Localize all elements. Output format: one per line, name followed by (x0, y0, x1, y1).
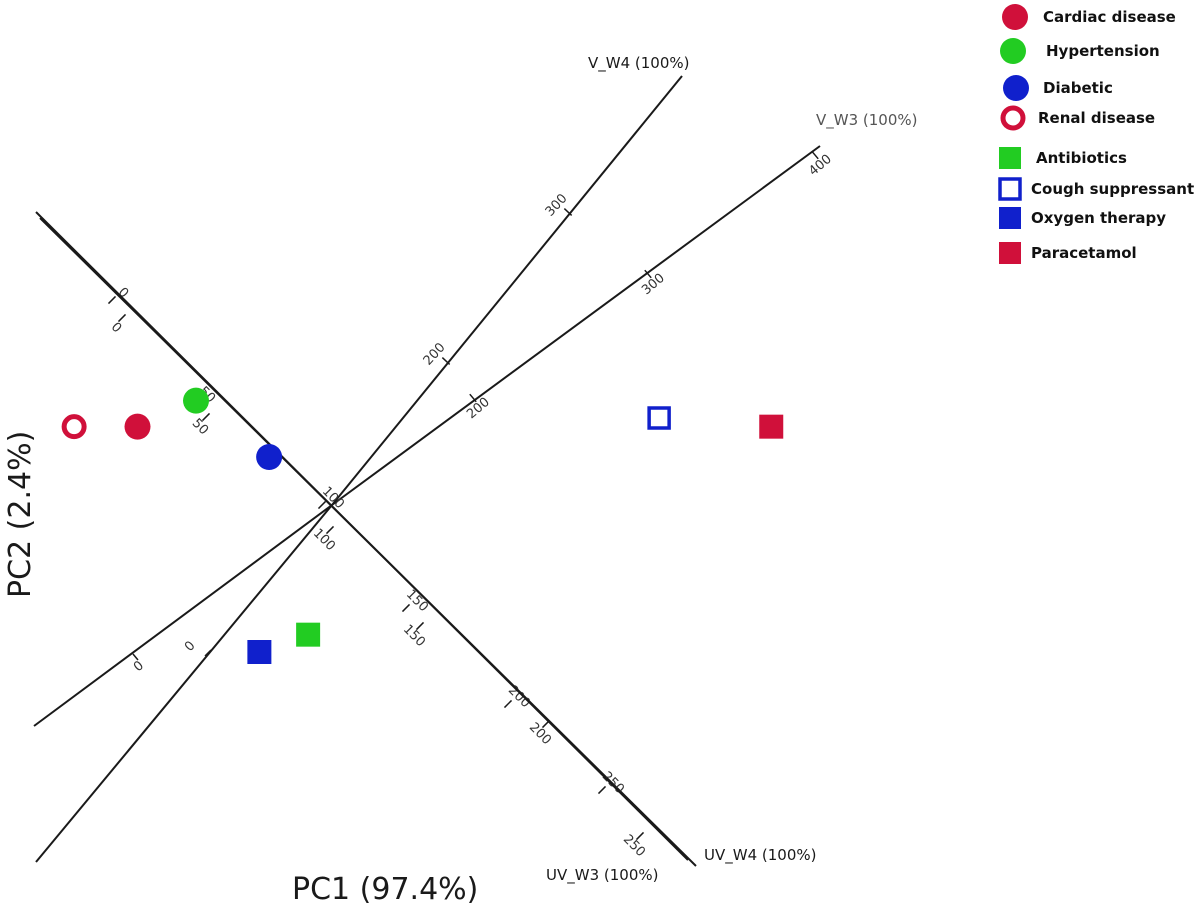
vector-uv-w3-line (35, 211, 689, 861)
vector-uv-w3-tick-label: 50 (189, 416, 211, 438)
legend: Cardiac diseaseHypertensionDiabeticRenal… (998, 4, 1194, 264)
vector-v-w3-label: V_W3 (100%) (816, 111, 918, 130)
vector-uv-w3-tick-mark (117, 313, 127, 323)
point-hypertension (183, 387, 209, 414)
vector-uv-w4-tick-mark (401, 603, 411, 613)
vector-tick-label: 0 (131, 658, 147, 675)
vector-uv-w3-tick-mark (415, 621, 425, 631)
point-oxygen-therapy (247, 640, 272, 664)
legend-cough-suppressant-label: Cough suppressant (1031, 180, 1194, 198)
legend-renal-disease-swatch (1000, 105, 1026, 131)
vector-uv-w3-label: UV_W3 (100%) (546, 866, 658, 885)
legend-paracetamol-label: Paracetamol (1031, 244, 1137, 262)
point-cardiac-disease (124, 413, 151, 440)
vector-uv-w3-tick-label: 150 (400, 622, 428, 650)
vector-v-w3-tick-mark (469, 393, 477, 403)
legend-hypertension-label: Hypertension (1046, 42, 1160, 60)
vector-uv-w3-tick-label: 100 (310, 526, 338, 554)
legend-antibiotics-label: Antibiotics (1036, 149, 1127, 167)
score-points (61, 387, 784, 664)
legend-cardiac-disease-swatch (1002, 4, 1028, 30)
legend-cardiac-disease-label: Cardiac disease (1043, 8, 1176, 26)
legend-cough-suppressant-swatch (998, 177, 1022, 201)
legend-antibiotics-swatch (999, 147, 1021, 169)
legend-hypertension-swatch (1000, 38, 1026, 64)
point-paracetamol (759, 414, 784, 439)
vector-uv-w4-tick-mark (107, 295, 117, 305)
legend-renal-disease-label: Renal disease (1038, 109, 1155, 127)
vector-uv-w3-tick-mark (541, 719, 551, 729)
vector-v-w4-label: V_W4 (100%) (588, 54, 690, 73)
vector-v-w4-tick-label: 300 (543, 191, 571, 219)
legend-paracetamol-swatch (999, 242, 1021, 264)
vector-uv-w3-tick-mark (635, 831, 645, 841)
vector-v-w4-line (331, 75, 683, 506)
vector-uv-w3-tick-label: 250 (620, 832, 648, 860)
vector-v-w3-line (331, 145, 821, 506)
vector-v-w3-tick-label: 400 (806, 152, 835, 179)
point-renal-disease (61, 414, 87, 440)
vector-v-w3-tick-label: 200 (464, 395, 493, 422)
vector-uv-w3-tick-label: 0 (108, 320, 124, 336)
vector-v-w4-tick-label: 200 (421, 340, 449, 368)
vector-uv-w4-tick-mark (503, 699, 513, 709)
vector-uv-w4-tick-label: 200 (505, 683, 533, 711)
legend-diabetic-swatch (1003, 75, 1029, 101)
vector-v-w4-negative (35, 504, 333, 863)
vector-uv-w3-tick-label: 200 (526, 720, 554, 748)
vector-tick-label: 0 (182, 638, 199, 654)
vector-v-w3-tick-mark (811, 150, 819, 160)
vector-v-w3-negative (33, 504, 333, 727)
y-axis-title: PC2 (2.4%) (3, 431, 38, 598)
legend-oxygen-therapy-label: Oxygen therapy (1031, 209, 1166, 227)
point-cough-suppressant (647, 406, 671, 430)
vector-uv-w4-tick-mark (597, 785, 607, 795)
vector-v-w4-tick-mark (563, 208, 573, 216)
vector-v-w3-tick-mark (644, 269, 652, 279)
vector-tick-mark (132, 653, 139, 661)
x-axis-title: PC1 (97.4%) (292, 872, 478, 907)
legend-oxygen-therapy-swatch (999, 207, 1021, 229)
vector-uv-w4-tick-mark (317, 500, 327, 510)
vector-uv-w3-tick-mark (325, 525, 335, 535)
point-antibiotics (296, 622, 321, 647)
vector-uv-w3-tick-mark (201, 412, 211, 422)
vector-tick-mark (204, 649, 212, 657)
point-diabetic (256, 444, 283, 470)
vector-uv-w4-label: UV_W4 (100%) (704, 846, 816, 865)
legend-diabetic-label: Diabetic (1043, 79, 1113, 97)
vector-v-w4-tick-mark (441, 357, 451, 365)
